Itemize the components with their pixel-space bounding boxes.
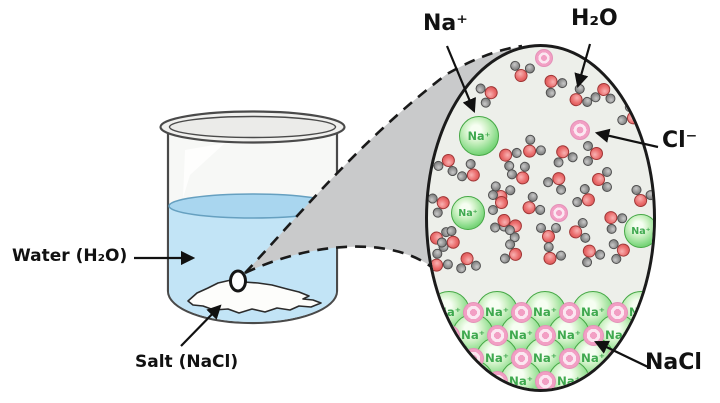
water-molecule: [541, 164, 576, 198]
hydrogen-atom: [580, 255, 595, 269]
sodium-ion-text: Na⁺: [485, 305, 509, 319]
sodium-ion-text: Na⁺: [605, 374, 629, 388]
sodium-ion-text: Na⁺: [533, 305, 557, 319]
chloride-ion: [570, 120, 590, 140]
magnified-view: Na⁺Na⁺Na⁺Na⁺Na⁺Na⁺Na⁺Na⁺Na⁺Na⁺Na⁺Na⁺Na⁺N…: [425, 44, 656, 392]
water-molecule: [497, 238, 528, 271]
sodium-ion-text: Na⁺: [557, 374, 581, 388]
sodium-ion-text: Na⁺: [428, 328, 437, 342]
water-molecule: [453, 247, 483, 275]
chloride-ion: [438, 370, 460, 389]
cone-lower-dashed-line: [244, 245, 435, 275]
chloride-ion: [582, 324, 604, 346]
water-molecule: [506, 59, 536, 87]
chloride-ion: [535, 49, 553, 67]
hydrogen-atom: [602, 166, 612, 177]
sodium-ion-text: Na⁺: [437, 305, 461, 319]
sodium-ion-text: Na⁺: [485, 351, 509, 365]
chloride-ion: [534, 370, 556, 389]
sodium-ion-text: Na⁺: [509, 374, 533, 388]
chloride-ion: [486, 324, 508, 346]
water-label: Water (H₂O): [12, 246, 128, 266]
sodium-ion-text: Na⁺: [557, 328, 581, 342]
sodium-ion-text: Na⁺: [458, 207, 478, 219]
chloride-ion: [606, 301, 628, 323]
chloride-ion: [438, 324, 460, 346]
sodium-ion-text: Na⁺: [631, 225, 651, 237]
hydrogen-atom: [576, 216, 589, 229]
sodium-ion: Na⁺: [451, 196, 485, 230]
sodium-ion-text: Na⁺: [581, 305, 605, 319]
chloride-ion: [550, 204, 568, 222]
beaker-rim-inner: [168, 115, 337, 139]
sodium-ion: Na⁺: [459, 116, 499, 156]
sodium-ion-text: Na⁺: [461, 374, 485, 388]
nacl-crystal-label: NaCl: [645, 350, 702, 375]
hydrogen-atom: [610, 253, 623, 266]
hydrogen-atom: [566, 150, 580, 164]
water-molecule: [489, 209, 519, 237]
sodium-ion-text: Na⁺: [437, 351, 461, 365]
chloride-ion: [510, 347, 532, 369]
chloride-ion: [486, 370, 508, 389]
cone-upper-dashed-line: [244, 44, 523, 274]
hydrogen-atom: [504, 224, 517, 237]
chloride-ion: [510, 301, 532, 323]
sodium-ion-label: Na⁺: [423, 11, 468, 36]
hydrogen-atom: [583, 156, 593, 167]
hydrogen-atom: [470, 259, 483, 272]
sodium-ion-text: Na⁺: [467, 129, 491, 143]
sodium-ion-text: Na⁺: [533, 351, 557, 365]
water-molecule: [582, 141, 606, 167]
chloride-ion: [606, 347, 628, 369]
sodium-ion: Na⁺: [624, 214, 653, 248]
chloride-ion: [630, 370, 652, 389]
water-molecule: [473, 78, 504, 111]
sodium-ion-text: Na⁺: [629, 305, 653, 319]
sodium-ion-text: Na⁺: [461, 328, 485, 342]
chloride-ion: [534, 324, 556, 346]
chloride-ion: [558, 347, 580, 369]
hydrogen-atom: [602, 181, 612, 192]
water-molecule: [590, 79, 618, 105]
chloride-ion: [630, 324, 652, 346]
hydrogen-atom: [604, 221, 620, 236]
chloride-ion-label: Cl⁻: [662, 128, 698, 153]
chloride-ion: [462, 301, 484, 323]
hydrogen-atom: [533, 142, 548, 158]
sodium-ion-text: Na⁺: [581, 351, 605, 365]
hydrogen-atom: [550, 223, 561, 233]
glass-highlight: [183, 143, 225, 198]
magnified-spot: [229, 269, 247, 293]
sodium-ion-text: Na⁺: [605, 328, 629, 342]
chloride-ion: [462, 347, 484, 369]
chloride-ion: [582, 370, 604, 389]
sodium-ion-text: Na⁺: [509, 328, 533, 342]
chloride-ion: [558, 301, 580, 323]
hydrogen-atom: [440, 256, 455, 272]
hydrogen-atom: [544, 85, 559, 100]
water-molecule-label: H₂O: [571, 6, 618, 31]
hydrogen-atom: [605, 93, 617, 105]
salt-label: Salt (NaCl): [135, 352, 239, 372]
hydrogen-atom: [522, 132, 538, 147]
water-molecule: [625, 182, 653, 213]
hydrogen-atom: [535, 223, 546, 233]
